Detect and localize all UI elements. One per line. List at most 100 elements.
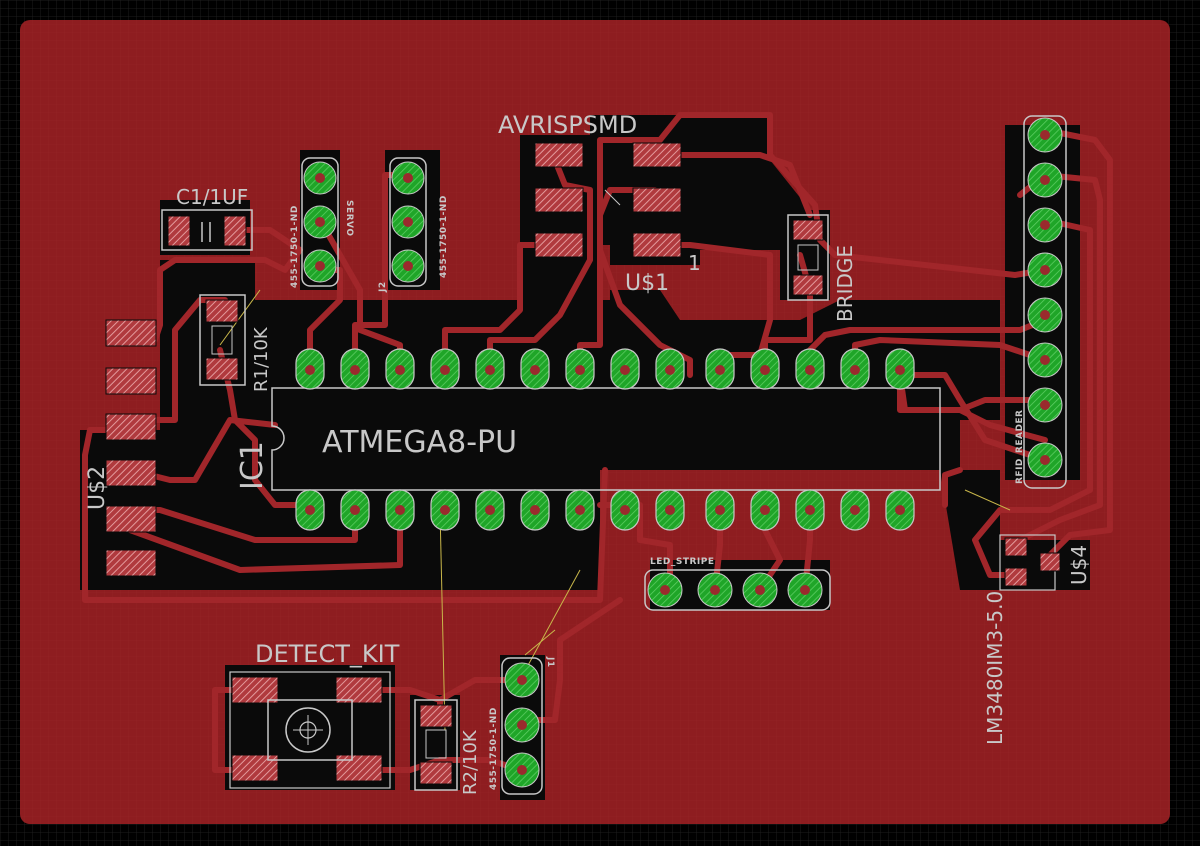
j2-pin-2	[391, 205, 425, 239]
avrisp-pad-6	[632, 232, 682, 258]
ic-pin-bottom-2	[340, 489, 370, 531]
ic-pin-bottom-4	[430, 489, 460, 531]
us2-pad-6	[105, 549, 157, 577]
rfid-pin-6	[1027, 342, 1063, 378]
rfid-pin-2	[1027, 162, 1063, 198]
label-lm: LM3480IM3-5.0	[983, 591, 1007, 745]
ic-pin-top-3	[385, 348, 415, 390]
rfid-pin-7	[1027, 387, 1063, 423]
rfid-pin-5	[1027, 297, 1063, 333]
label-servo-part: 455-1750-1-ND	[290, 205, 300, 288]
ic-pin-bottom-1	[295, 489, 325, 531]
ic-pin-bottom-13	[840, 489, 870, 531]
rfid-pin-4	[1027, 252, 1063, 288]
j1-pin-3	[504, 752, 540, 788]
label-atmega: ATMEGA8-PU	[322, 425, 517, 460]
ic-pin-bottom-5	[475, 489, 505, 531]
ic-pin-bottom-11	[750, 489, 780, 531]
r2-resistor[interactable]	[414, 699, 458, 791]
avrisp-pad-4	[632, 142, 682, 168]
ic-pin-top-6	[520, 348, 550, 390]
ic-pin-bottom-9	[655, 489, 685, 531]
ic-pin-bottom-3	[385, 489, 415, 531]
c1-capacitor[interactable]	[161, 209, 253, 251]
label-us1: U$1	[625, 271, 669, 296]
r1-resistor[interactable]	[199, 294, 246, 386]
ic-pin-top-4	[430, 348, 460, 390]
bridge-resistor[interactable]	[787, 214, 829, 301]
led-pin-1	[647, 572, 683, 608]
ic-pin-top-10	[705, 348, 735, 390]
avrisp-pad-1	[534, 142, 584, 168]
j1-pin-1	[504, 662, 540, 698]
label-ic1: IC1	[235, 441, 270, 490]
ic-pin-bottom-14	[885, 489, 915, 531]
ic-pin-top-14	[885, 348, 915, 390]
servo-header[interactable]	[301, 157, 339, 287]
ic-pin-top-13	[840, 348, 870, 390]
label-j1-part: 455-1750-1-ND	[489, 707, 499, 790]
tactile-switch-icon	[267, 699, 353, 761]
j2-pin-3	[391, 249, 425, 283]
servo-pin-1	[303, 161, 337, 195]
us2-pad-5	[105, 505, 157, 533]
ic1-pins-top	[295, 348, 915, 390]
ic-pin-top-7	[565, 348, 595, 390]
j2-header[interactable]	[389, 157, 427, 287]
rfid-pin-8	[1027, 442, 1063, 478]
label-servo: SERVO	[344, 200, 354, 237]
label-pin1: 1	[688, 251, 701, 275]
servo-pin-3	[303, 249, 337, 283]
ic-pin-top-9	[655, 348, 685, 390]
j1-pin-2	[504, 707, 540, 743]
ic-pin-bottom-8	[610, 489, 640, 531]
silkscreen-labels: AVRISPSMD C1/1UF U$1 1 ATMEGA8-PU IC1 R1…	[85, 111, 1091, 795]
label-bridge: BRIDGE	[833, 245, 857, 322]
ic-pin-top-1	[295, 348, 325, 390]
j1-header[interactable]	[501, 657, 543, 795]
avrisp-pad-5	[632, 187, 682, 213]
label-us4: U$4	[1067, 545, 1091, 585]
ic-pin-top-11	[750, 348, 780, 390]
led-stripe-header[interactable]	[644, 569, 831, 611]
ic-pin-top-8	[610, 348, 640, 390]
airwires	[219, 289, 1011, 731]
ic1-pins-bottom	[295, 489, 915, 531]
ic-pin-bottom-6	[520, 489, 550, 531]
avrisp-smd-pads[interactable]	[534, 142, 682, 258]
ic-pin-top-2	[340, 348, 370, 390]
led-pin-4	[787, 572, 823, 608]
label-avrispsmd: AVRISPSMD	[498, 111, 637, 139]
label-j1: J1	[545, 656, 555, 668]
ic-pin-bottom-7	[565, 489, 595, 531]
label-r2: R2/10K	[460, 729, 481, 795]
label-j2-part: 455-1750-1-ND	[439, 195, 449, 278]
led-pin-3	[742, 572, 778, 608]
label-j2: J2	[378, 281, 388, 293]
label-r1: R1/10K	[251, 326, 272, 392]
ic-pin-bottom-10	[705, 489, 735, 531]
us2-pad-3	[105, 413, 157, 441]
ic1-outline	[271, 387, 941, 491]
j2-pin-1	[391, 161, 425, 195]
us2-pad-4	[105, 459, 157, 487]
ic-pin-bottom-12	[795, 489, 825, 531]
rfid-reader-header[interactable]	[1023, 115, 1067, 489]
label-detect-kit: DETECT_KIT	[255, 640, 400, 668]
ic-pin-top-5	[475, 348, 505, 390]
label-c1: C1/1UF	[176, 185, 248, 209]
ic-pin-top-12	[795, 348, 825, 390]
rfid-pin-3	[1027, 207, 1063, 243]
us2-smd-pads[interactable]	[105, 319, 157, 577]
avrisp-pad-3	[534, 232, 584, 258]
label-rfid-reader: RFID_READER	[1015, 410, 1025, 485]
label-us2: U$2	[85, 466, 110, 510]
detect-kit-button[interactable]	[229, 671, 391, 789]
us4-regulator[interactable]	[999, 534, 1061, 591]
label-led-stripe: LED_STRIPE	[650, 557, 715, 567]
us2-pad-2	[105, 367, 157, 395]
led-pin-2	[697, 572, 733, 608]
avrisp-pad-2	[534, 187, 584, 213]
servo-pin-2	[303, 205, 337, 239]
